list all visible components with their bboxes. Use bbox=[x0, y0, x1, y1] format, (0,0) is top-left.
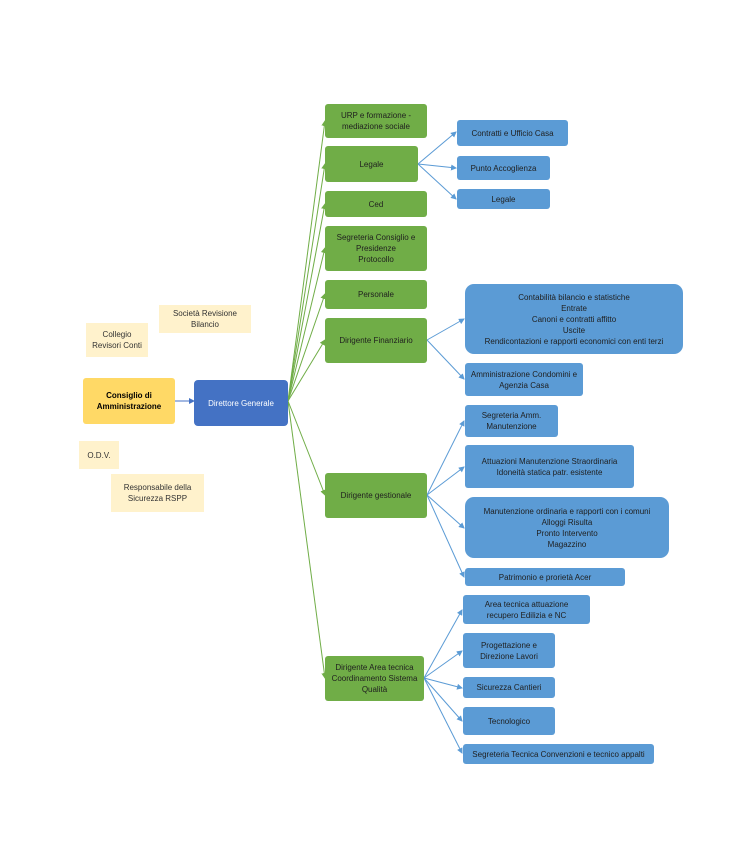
office-tecnologico: Tecnologico bbox=[463, 707, 555, 735]
office-segr-tecnica-line-1: Segreteria Tecnica Convenzioni e tecnico… bbox=[472, 749, 645, 759]
edge-tecnica-sicurezza bbox=[423, 677, 463, 690]
unit-tecnica-line-1: Dirigente Area tecnica bbox=[335, 663, 414, 672]
office-legale: Legale bbox=[457, 189, 550, 209]
office-progettazione-line-2: Direzione Lavori bbox=[480, 651, 538, 661]
office-sicurezza-cantieri: Sicurezza Cantieri bbox=[463, 677, 555, 698]
office-progettazione-line-1: Progettazione e bbox=[480, 640, 538, 650]
societa-revisione-box-line-2: Bilancio bbox=[190, 320, 219, 329]
edge-finanziario-condomini bbox=[426, 339, 465, 380]
unit-finanziario-line-1: Dirigente Finanziario bbox=[339, 336, 413, 345]
office-manut-ordinaria-line-1: Manutenzione ordinaria e rapporti con i … bbox=[483, 506, 651, 516]
consiglio-amministrazione-box-line-1: Consiglio di bbox=[106, 391, 152, 400]
office-area-edilizia-line-1: Area tecnica attuazione bbox=[484, 599, 569, 609]
edge-direttore-legale bbox=[287, 163, 328, 402]
edge-tecnica-tecnologico bbox=[423, 677, 463, 722]
unit-tecnica-line-3: Qualità bbox=[361, 685, 388, 694]
unit-gestionale: Dirigente gestionale bbox=[325, 473, 427, 518]
edge-direttore-segreteria bbox=[287, 247, 327, 402]
edge-direttore-tecnica bbox=[287, 400, 328, 679]
direttore-generale-box: Direttore Generale bbox=[194, 380, 288, 426]
edge-direttore-gestionale bbox=[287, 400, 326, 496]
office-patrimonio: Patrimonio e prorietà Acer bbox=[465, 568, 625, 586]
societa-revisione-box-line-1: Società Revisione bbox=[172, 309, 238, 318]
edge-direttore-urp bbox=[287, 120, 328, 402]
office-manut-ordinaria: Manutenzione ordinaria e rapporti con i … bbox=[465, 497, 669, 558]
office-punto-accoglienza-line-1: Punto Accoglienza bbox=[470, 163, 537, 173]
unit-legale-line-1: Legale bbox=[359, 159, 384, 169]
edge-direttore-ced bbox=[287, 203, 328, 402]
consiglio-amministrazione-box-line-2: Amministrazione bbox=[96, 402, 162, 411]
unit-urp: URP e formazione - mediazione sociale bbox=[325, 104, 427, 138]
edge-gestionale-ordinaria bbox=[426, 494, 465, 529]
office-segr-manutenzione: Segreteria Amm. Manutenzione bbox=[465, 405, 558, 437]
edge-gestionale-segr bbox=[426, 420, 465, 496]
edge-gestionale-patrimonio bbox=[426, 494, 465, 578]
unit-finanziario: Dirigente Finanziario bbox=[325, 318, 427, 363]
office-area-edilizia-line-2: recupero Edilizia e NC bbox=[486, 610, 567, 620]
odv-box-line-1: O.D.V. bbox=[87, 450, 111, 460]
office-tecnologico-line-1: Tecnologico bbox=[487, 716, 531, 726]
unit-tecnica-line-2: Coordinamento Sistema bbox=[331, 674, 418, 683]
rspp-box-line-1: Responsabile della bbox=[123, 483, 192, 492]
office-contabilita-line-1: Contabilità bilancio e statistiche bbox=[518, 292, 630, 302]
unit-ced: Ced bbox=[325, 191, 427, 217]
office-manut-ordinaria-line-2: Alloggi Risulta bbox=[541, 517, 593, 527]
office-manut-ordinaria-line-4: Magazzino bbox=[547, 539, 587, 549]
edge-finanziario-contabilita bbox=[426, 318, 465, 341]
unit-urp-line-2: mediazione sociale bbox=[341, 122, 411, 131]
office-condomini-line-2: Agenzia Casa bbox=[499, 380, 549, 390]
unit-urp-line-1: URP e formazione - bbox=[340, 111, 412, 120]
office-sicurezza-cantieri-line-1: Sicurezza Cantieri bbox=[476, 683, 542, 692]
office-segr-manutenzione-line-2: Manutenzione bbox=[486, 422, 537, 431]
office-contabilita-line-3: Canoni e contratti affitto bbox=[531, 314, 617, 324]
odv-box: O.D.V. bbox=[79, 441, 119, 469]
collegio-revisori-box-line-1: Collegio bbox=[102, 330, 132, 339]
unit-segreteria-line-3: Protocollo bbox=[358, 255, 394, 264]
office-punto-accoglienza: Punto Accoglienza bbox=[457, 156, 550, 180]
collegio-revisori-box-line-2: Revisori Conti bbox=[92, 341, 142, 350]
office-manut-straordinaria-line-1: Attuazioni Manutenzione Straordinaria bbox=[481, 456, 618, 466]
edge-legale-punto bbox=[417, 163, 457, 171]
unit-segreteria-line-2: Presidenze bbox=[355, 244, 397, 253]
edge-tecnica-progettazione bbox=[423, 650, 463, 679]
consiglio-amministrazione-box: Consiglio di Amministrazione bbox=[83, 378, 175, 424]
office-segr-manutenzione-line-1: Segreteria Amm. bbox=[481, 411, 542, 420]
edge-direttore-finanziario bbox=[287, 339, 326, 402]
edge-tecnica-segr bbox=[423, 677, 463, 754]
office-manut-ordinaria-line-3: Pronto Intervento bbox=[536, 528, 598, 538]
office-condomini-line-1: Amministrazione Condomini e bbox=[470, 369, 578, 379]
unit-ced-line-1: Ced bbox=[368, 199, 384, 209]
unit-legale: Legale bbox=[325, 146, 418, 182]
unit-gestionale-line-1: Dirigente gestionale bbox=[340, 491, 412, 500]
edge-gestionale-straord bbox=[426, 466, 465, 496]
unit-personale: Personale bbox=[325, 280, 427, 309]
office-contratti: Contratti e Ufficio Casa bbox=[457, 120, 568, 146]
office-contabilita-line-5: Rendicontazioni e rapporti economici con… bbox=[484, 336, 664, 346]
office-segr-tecnica: Segreteria Tecnica Convenzioni e tecnico… bbox=[463, 744, 654, 764]
office-legale-line-1: Legale bbox=[491, 194, 516, 204]
edge-tecnica-edilizia bbox=[423, 609, 463, 679]
office-patrimonio-line-1: Patrimonio e prorietà Acer bbox=[498, 572, 592, 582]
office-manut-straordinaria-line-2: Idoneità statica patr. esistente bbox=[496, 467, 603, 477]
unit-personale-line-1: Personale bbox=[357, 290, 395, 299]
rspp-box-line-2: Sicurezza RSPP bbox=[127, 494, 188, 503]
edge-direttore-personale bbox=[287, 293, 327, 402]
unit-segreteria-line-1: Segreteria Consiglio e bbox=[336, 233, 416, 242]
office-contabilita-line-4: Uscite bbox=[562, 325, 586, 335]
office-contratti-line-1: Contratti e Ufficio Casa bbox=[471, 128, 554, 138]
direttore-generale-box-line-1: Direttore Generale bbox=[208, 398, 274, 408]
office-contabilita-line-2: Entrate bbox=[561, 303, 587, 313]
